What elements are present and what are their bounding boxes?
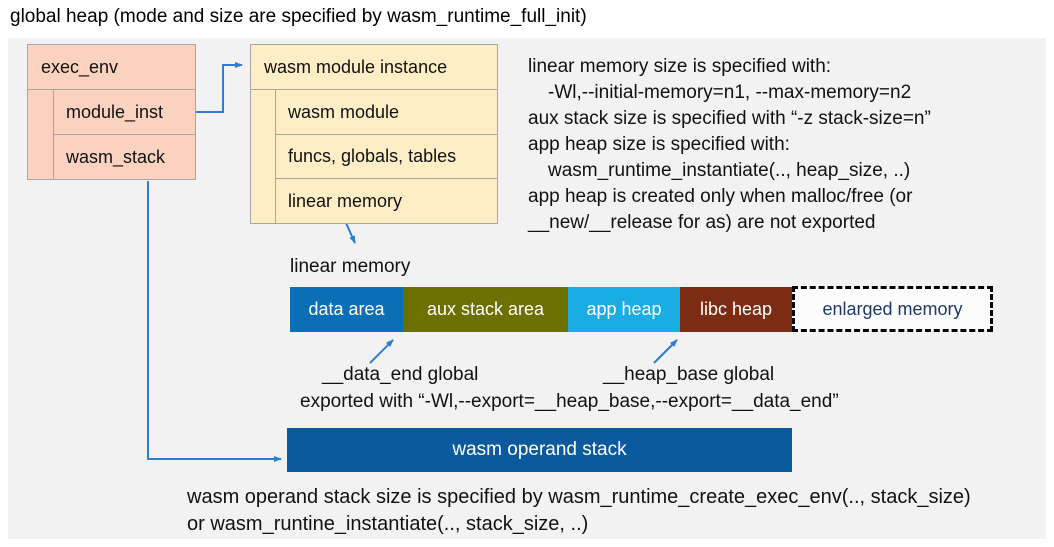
- operand-stack-footnote: wasm operand stack size is specified by …: [187, 484, 971, 538]
- linear-memory-label: linear memory: [290, 256, 411, 277]
- note-line: app heap size is specified with:: [528, 134, 790, 155]
- wasm-operand-stack-bar: wasm operand stack: [287, 428, 792, 472]
- footnote-line: or wasm_runtine_instantiate(.., stack_si…: [187, 513, 589, 535]
- note-line: app heap is created only when malloc/fre…: [528, 186, 913, 207]
- note-line: __new/__release for as) are not exported: [528, 212, 876, 233]
- wasm-module-instance-header: wasm module instance: [251, 45, 497, 90]
- wasm-module-instance-indent-strip: [251, 90, 276, 224]
- segment-aux-stack-area: aux stack area: [403, 287, 568, 332]
- note-line: aux stack size is specified with “-z sta…: [528, 108, 931, 129]
- exec-env-row-wasm-stack: wasm_stack: [66, 147, 166, 167]
- note-line: linear memory size is specified with:: [528, 56, 832, 77]
- exec-env-box: exec_env module_inst wasm_stack: [27, 44, 196, 180]
- exec-env-indent-strip: [28, 90, 54, 180]
- segment-enlarged-memory: enlarged memory: [792, 286, 993, 332]
- note-line: -Wl,--initial-memory=n1, --max-memory=n2: [548, 82, 912, 103]
- footnote-line: wasm operand stack size is specified by …: [187, 486, 971, 508]
- wasm-module-instance-box: wasm module instance wasm module funcs, …: [250, 44, 498, 224]
- page-title: global heap (mode and size are specified…: [10, 6, 587, 27]
- exported-with-label: exported with “-Wl,--export=__heap_base,…: [300, 391, 839, 412]
- instance-row-linear-memory: linear memory: [288, 191, 403, 211]
- heap-base-global-label: __heap_base global: [603, 364, 775, 385]
- segment-libc-heap: libc heap: [680, 287, 792, 332]
- exec-env-header: exec_env: [28, 45, 195, 90]
- memory-size-notes: linear memory size is specified with: -W…: [528, 54, 931, 236]
- instance-row-wasm-module: wasm module: [276, 90, 497, 135]
- linear-memory-bar: data area aux stack area app heap libc h…: [290, 287, 792, 332]
- instance-row-funcs-globals-tables: funcs, globals, tables: [276, 135, 497, 179]
- exec-env-row-module-inst: module_inst: [54, 90, 195, 135]
- segment-app-heap: app heap: [568, 287, 680, 332]
- segment-data-area: data area: [290, 287, 403, 332]
- note-line: wasm_runtime_instantiate(.., heap_size, …: [548, 160, 911, 181]
- data-end-global-label: __data_end global: [322, 364, 479, 385]
